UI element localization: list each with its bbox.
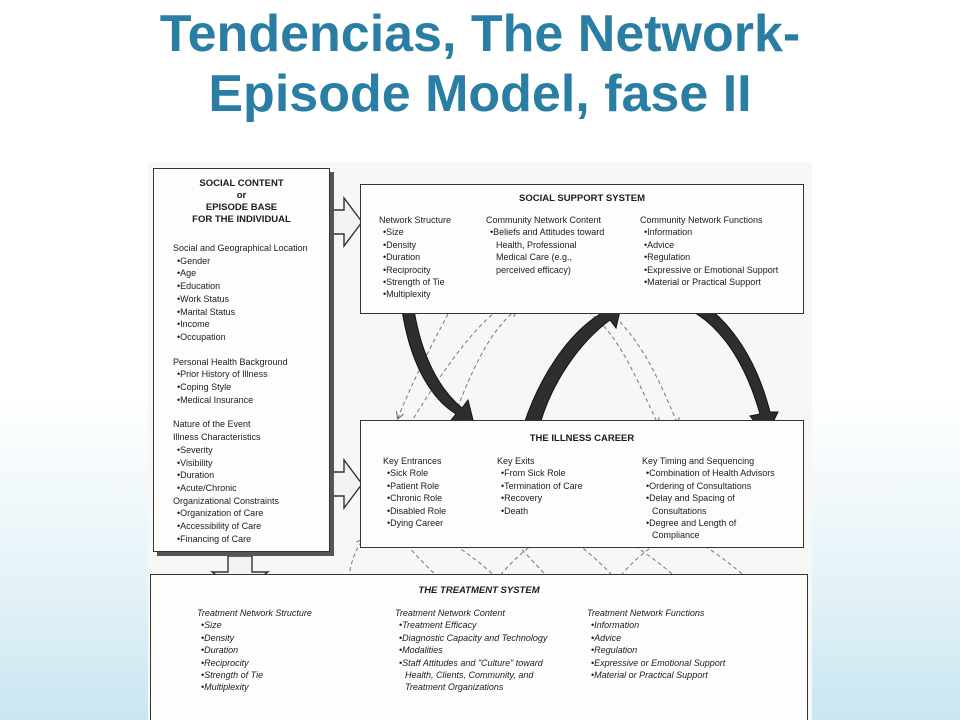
treatment-col-content: Treatment Network Content •Treatment Eff… [395, 608, 548, 693]
social-content-box: SOCIAL CONTENT or EPISODE BASE FOR THE I… [153, 168, 330, 552]
social-support-col-structure: Network Structure •Size •Density •Durati… [379, 215, 452, 300]
social-support-col-functions: Community Network Functions •Information… [640, 215, 779, 288]
network-episode-diagram: SOCIAL CONTENT or EPISODE BASE FOR THE I… [148, 162, 812, 720]
slide-title-line-2: Episode Model, fase II [208, 65, 752, 123]
slide-title: Tendencias, The Network- Episode Model, … [0, 4, 960, 124]
illness-career-col-entrances: Key Entrances •Sick Role •Patient Role •… [383, 456, 447, 529]
social-support-heading: SOCIAL SUPPORT SYSTEM [519, 193, 645, 204]
treatment-col-functions: Treatment Network Functions •Information… [587, 608, 726, 681]
illness-career-heading: THE ILLNESS CAREER [529, 433, 635, 444]
social-content-heading: SOCIAL CONTENT or EPISODE BASE FOR THE I… [192, 178, 291, 225]
arrow-to-social-support [327, 195, 363, 249]
treatment-system-box: THE TREATMENT SYSTEM Treatment Network S… [150, 574, 808, 720]
slide-title-line-1: Tendencias, The Network- [159, 5, 801, 63]
arrow-to-illness-career [327, 457, 363, 511]
social-support-box: SOCIAL SUPPORT SYSTEM Network Structure … [360, 184, 804, 314]
treatment-system-heading: THE TREATMENT SYSTEM [418, 585, 540, 596]
illness-career-box: THE ILLNESS CAREER Key Entrances •Sick R… [360, 420, 804, 548]
illness-career-col-exits: Key Exits •From Sick Role •Termination o… [497, 456, 583, 516]
illness-career-col-timing: Key Timing and Sequencing •Combination o… [642, 456, 775, 541]
social-support-col-content: Community Network Content •Beliefs and A… [486, 215, 605, 275]
social-content-list: Social and Geographical Location •Gender… [173, 243, 308, 544]
treatment-col-structure: Treatment Network Structure •Size •Densi… [197, 608, 312, 693]
